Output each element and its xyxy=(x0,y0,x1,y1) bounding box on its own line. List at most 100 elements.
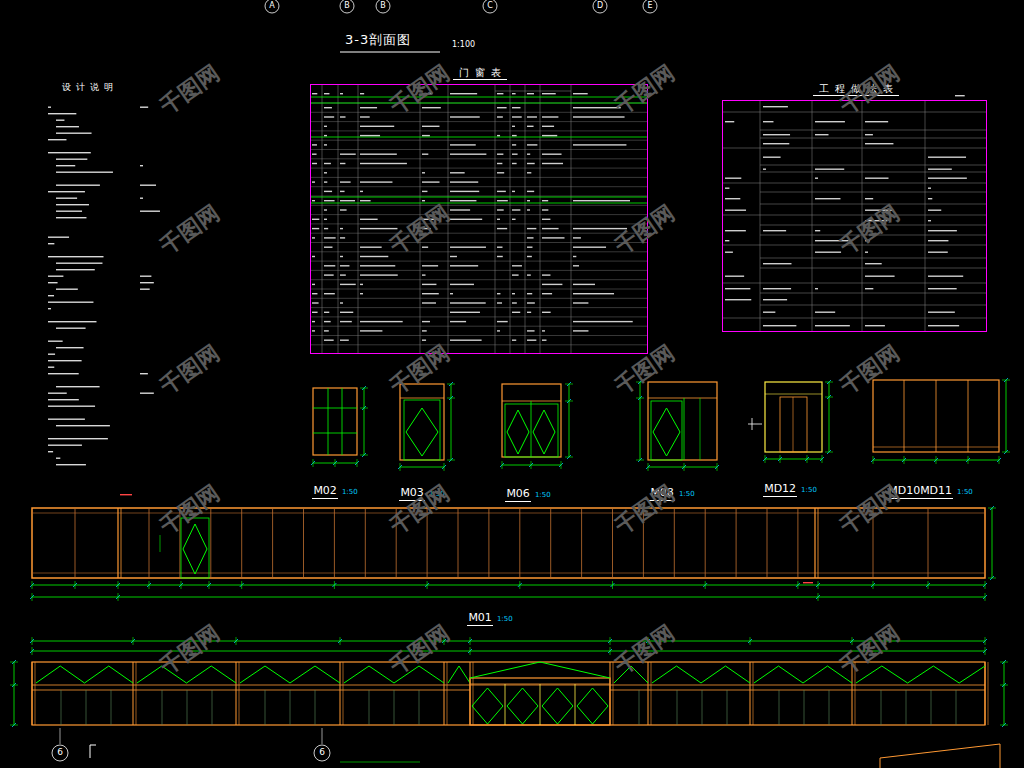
table-grid xyxy=(722,318,987,319)
door-label: M02 xyxy=(312,485,338,499)
text-mark xyxy=(450,154,486,155)
text-mark xyxy=(542,284,562,285)
table-grid xyxy=(310,270,648,271)
text-mark xyxy=(512,209,520,210)
dimension-line xyxy=(32,585,985,586)
scale-label: 1:50 xyxy=(342,489,358,499)
table-grid xyxy=(310,289,648,290)
axis-bubble xyxy=(376,0,390,13)
drawing-line xyxy=(342,388,343,455)
axis-label: B xyxy=(344,2,350,11)
text-mark xyxy=(527,163,535,164)
caption-row: M081:50 xyxy=(649,487,694,501)
text-mark xyxy=(725,198,740,199)
text-mark xyxy=(497,172,504,173)
dimension-line xyxy=(340,762,420,763)
dimension-line xyxy=(427,581,428,589)
text-mark xyxy=(865,178,889,179)
section-mark xyxy=(90,745,96,758)
text-mark xyxy=(573,247,606,248)
text-mark xyxy=(324,312,329,313)
mullion-line xyxy=(419,690,420,725)
text-mark xyxy=(422,107,441,108)
mullion-line xyxy=(290,690,291,725)
table-grid xyxy=(310,196,648,197)
door-swing-mark xyxy=(183,524,207,574)
text-mark xyxy=(56,159,87,160)
glazing-pattern xyxy=(448,666,470,683)
text-mark xyxy=(48,243,54,244)
text-mark xyxy=(340,200,355,201)
drawing-line xyxy=(705,508,706,578)
axis-label: B xyxy=(380,2,386,11)
table-grid xyxy=(310,326,648,327)
text-mark xyxy=(815,312,835,313)
glazing-pattern xyxy=(856,666,985,683)
dimension-line xyxy=(32,651,985,652)
table-grid xyxy=(722,183,987,184)
watermark: 千图网 xyxy=(611,481,679,539)
text-mark xyxy=(140,198,143,199)
caption-row: M031:50 xyxy=(399,487,444,501)
axis-bubble xyxy=(593,0,607,13)
text-mark xyxy=(815,134,828,135)
text-mark xyxy=(542,209,548,210)
text-mark xyxy=(527,274,531,275)
text-mark xyxy=(422,293,439,294)
text-mark xyxy=(527,154,530,155)
text-mark xyxy=(512,265,522,266)
text-mark xyxy=(542,200,548,201)
text-mark xyxy=(56,425,110,426)
dimension-line xyxy=(985,647,986,655)
mullion-line xyxy=(779,690,780,725)
text-mark xyxy=(542,135,557,136)
text-mark xyxy=(865,276,895,277)
text-mark xyxy=(815,169,844,170)
text-mark xyxy=(450,209,470,210)
dimension-line xyxy=(985,637,986,645)
caption-row: M02 1:50 xyxy=(312,485,357,499)
text-mark xyxy=(573,237,581,238)
text-mark xyxy=(573,293,614,294)
scale-label: 1:50 xyxy=(535,492,551,502)
text-mark xyxy=(815,288,818,289)
table-grid xyxy=(540,84,541,354)
door-swing-mark xyxy=(406,408,438,456)
text-mark xyxy=(450,144,476,145)
text-mark xyxy=(497,154,503,155)
text-mark xyxy=(763,288,791,289)
table-grid xyxy=(310,137,648,138)
watermark: 千图网 xyxy=(836,61,904,119)
watermark: 千图网 xyxy=(386,341,454,399)
text-mark xyxy=(497,330,500,331)
text-mark xyxy=(324,228,328,229)
drawing-line xyxy=(531,401,532,457)
text-mark xyxy=(450,340,482,341)
text-mark xyxy=(324,219,327,220)
drawing-line xyxy=(328,388,329,455)
dimension-line xyxy=(648,463,649,471)
drawing-line xyxy=(334,508,335,578)
drawing-line xyxy=(505,684,506,725)
dimension-line xyxy=(852,637,853,645)
text-mark xyxy=(865,325,885,326)
text-mark xyxy=(324,107,332,108)
drawing-line xyxy=(272,508,273,578)
drawing-frame xyxy=(470,678,610,725)
text-mark xyxy=(340,312,353,313)
table-grid xyxy=(760,235,987,236)
table-grid xyxy=(310,298,648,299)
mullion-line xyxy=(906,690,907,725)
text-mark xyxy=(815,325,850,326)
drawing-frame xyxy=(32,662,985,725)
text-mark xyxy=(324,135,327,136)
text-mark xyxy=(450,200,476,201)
drawing-line xyxy=(313,408,357,409)
drawing-line xyxy=(365,508,366,578)
section-mark xyxy=(748,424,762,425)
table-grid xyxy=(722,245,987,246)
watermark: 千图网 xyxy=(836,201,904,259)
drawing-line xyxy=(239,662,240,725)
glazing-pattern xyxy=(754,666,852,683)
text-mark xyxy=(542,237,565,238)
